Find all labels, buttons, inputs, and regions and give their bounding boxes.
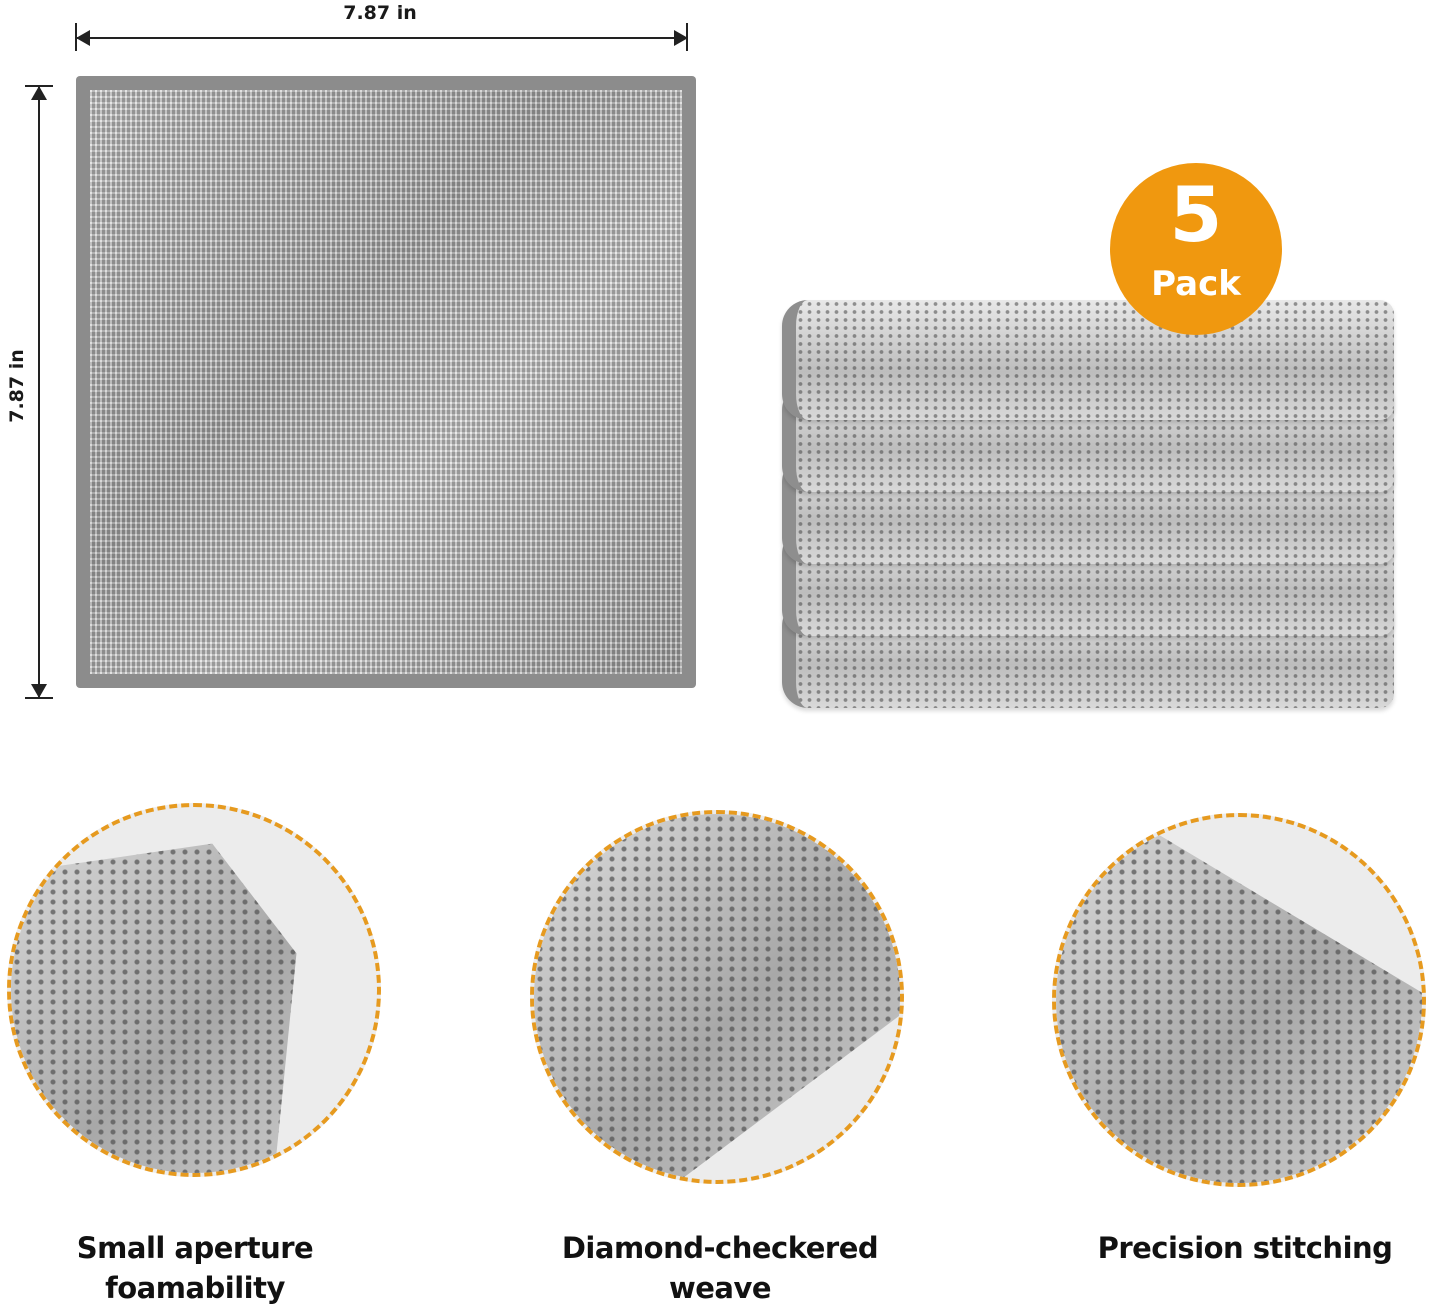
caption-line: Small aperture — [76, 1231, 314, 1265]
caption-line: foamability — [105, 1271, 285, 1305]
detail-circle-weave — [530, 810, 904, 1184]
stack-cloth-1 — [782, 300, 1394, 420]
detail-circle-stitching — [1052, 813, 1426, 1187]
pack-count-badge: 5 Pack — [1110, 163, 1282, 335]
mesh-closeup-image — [11, 843, 297, 1173]
detail-circle-aperture — [7, 803, 381, 1177]
height-dimension-line — [38, 86, 40, 698]
caption-line: Precision stitching — [1097, 1231, 1393, 1265]
feature-caption-weave: Diamond-checkered weave — [530, 1228, 910, 1308]
arrow-up-icon — [31, 86, 47, 100]
product-cloth-flat-image — [76, 76, 696, 688]
feature-caption-aperture: Small aperture foamability — [40, 1228, 350, 1308]
caption-line: weave — [668, 1271, 772, 1305]
mesh-closeup-image — [1056, 817, 1422, 1183]
pack-count-number: 5 — [1169, 170, 1223, 259]
feature-caption-stitching: Precision stitching — [1070, 1228, 1420, 1268]
pack-count-text: Pack — [1151, 264, 1241, 304]
caption-line: Diamond-checkered — [561, 1231, 879, 1265]
mesh-closeup-image — [534, 814, 900, 1180]
arrow-left-icon — [76, 30, 90, 46]
cloth-mesh-texture — [90, 90, 682, 674]
height-dimension-label: 7.87 in — [6, 349, 28, 423]
width-dimension-line — [76, 37, 688, 39]
arrow-down-icon — [31, 684, 47, 698]
width-dimension-label: 7.87 in — [343, 2, 417, 24]
arrow-right-icon — [674, 30, 688, 46]
height-tick-bottom — [25, 697, 53, 699]
